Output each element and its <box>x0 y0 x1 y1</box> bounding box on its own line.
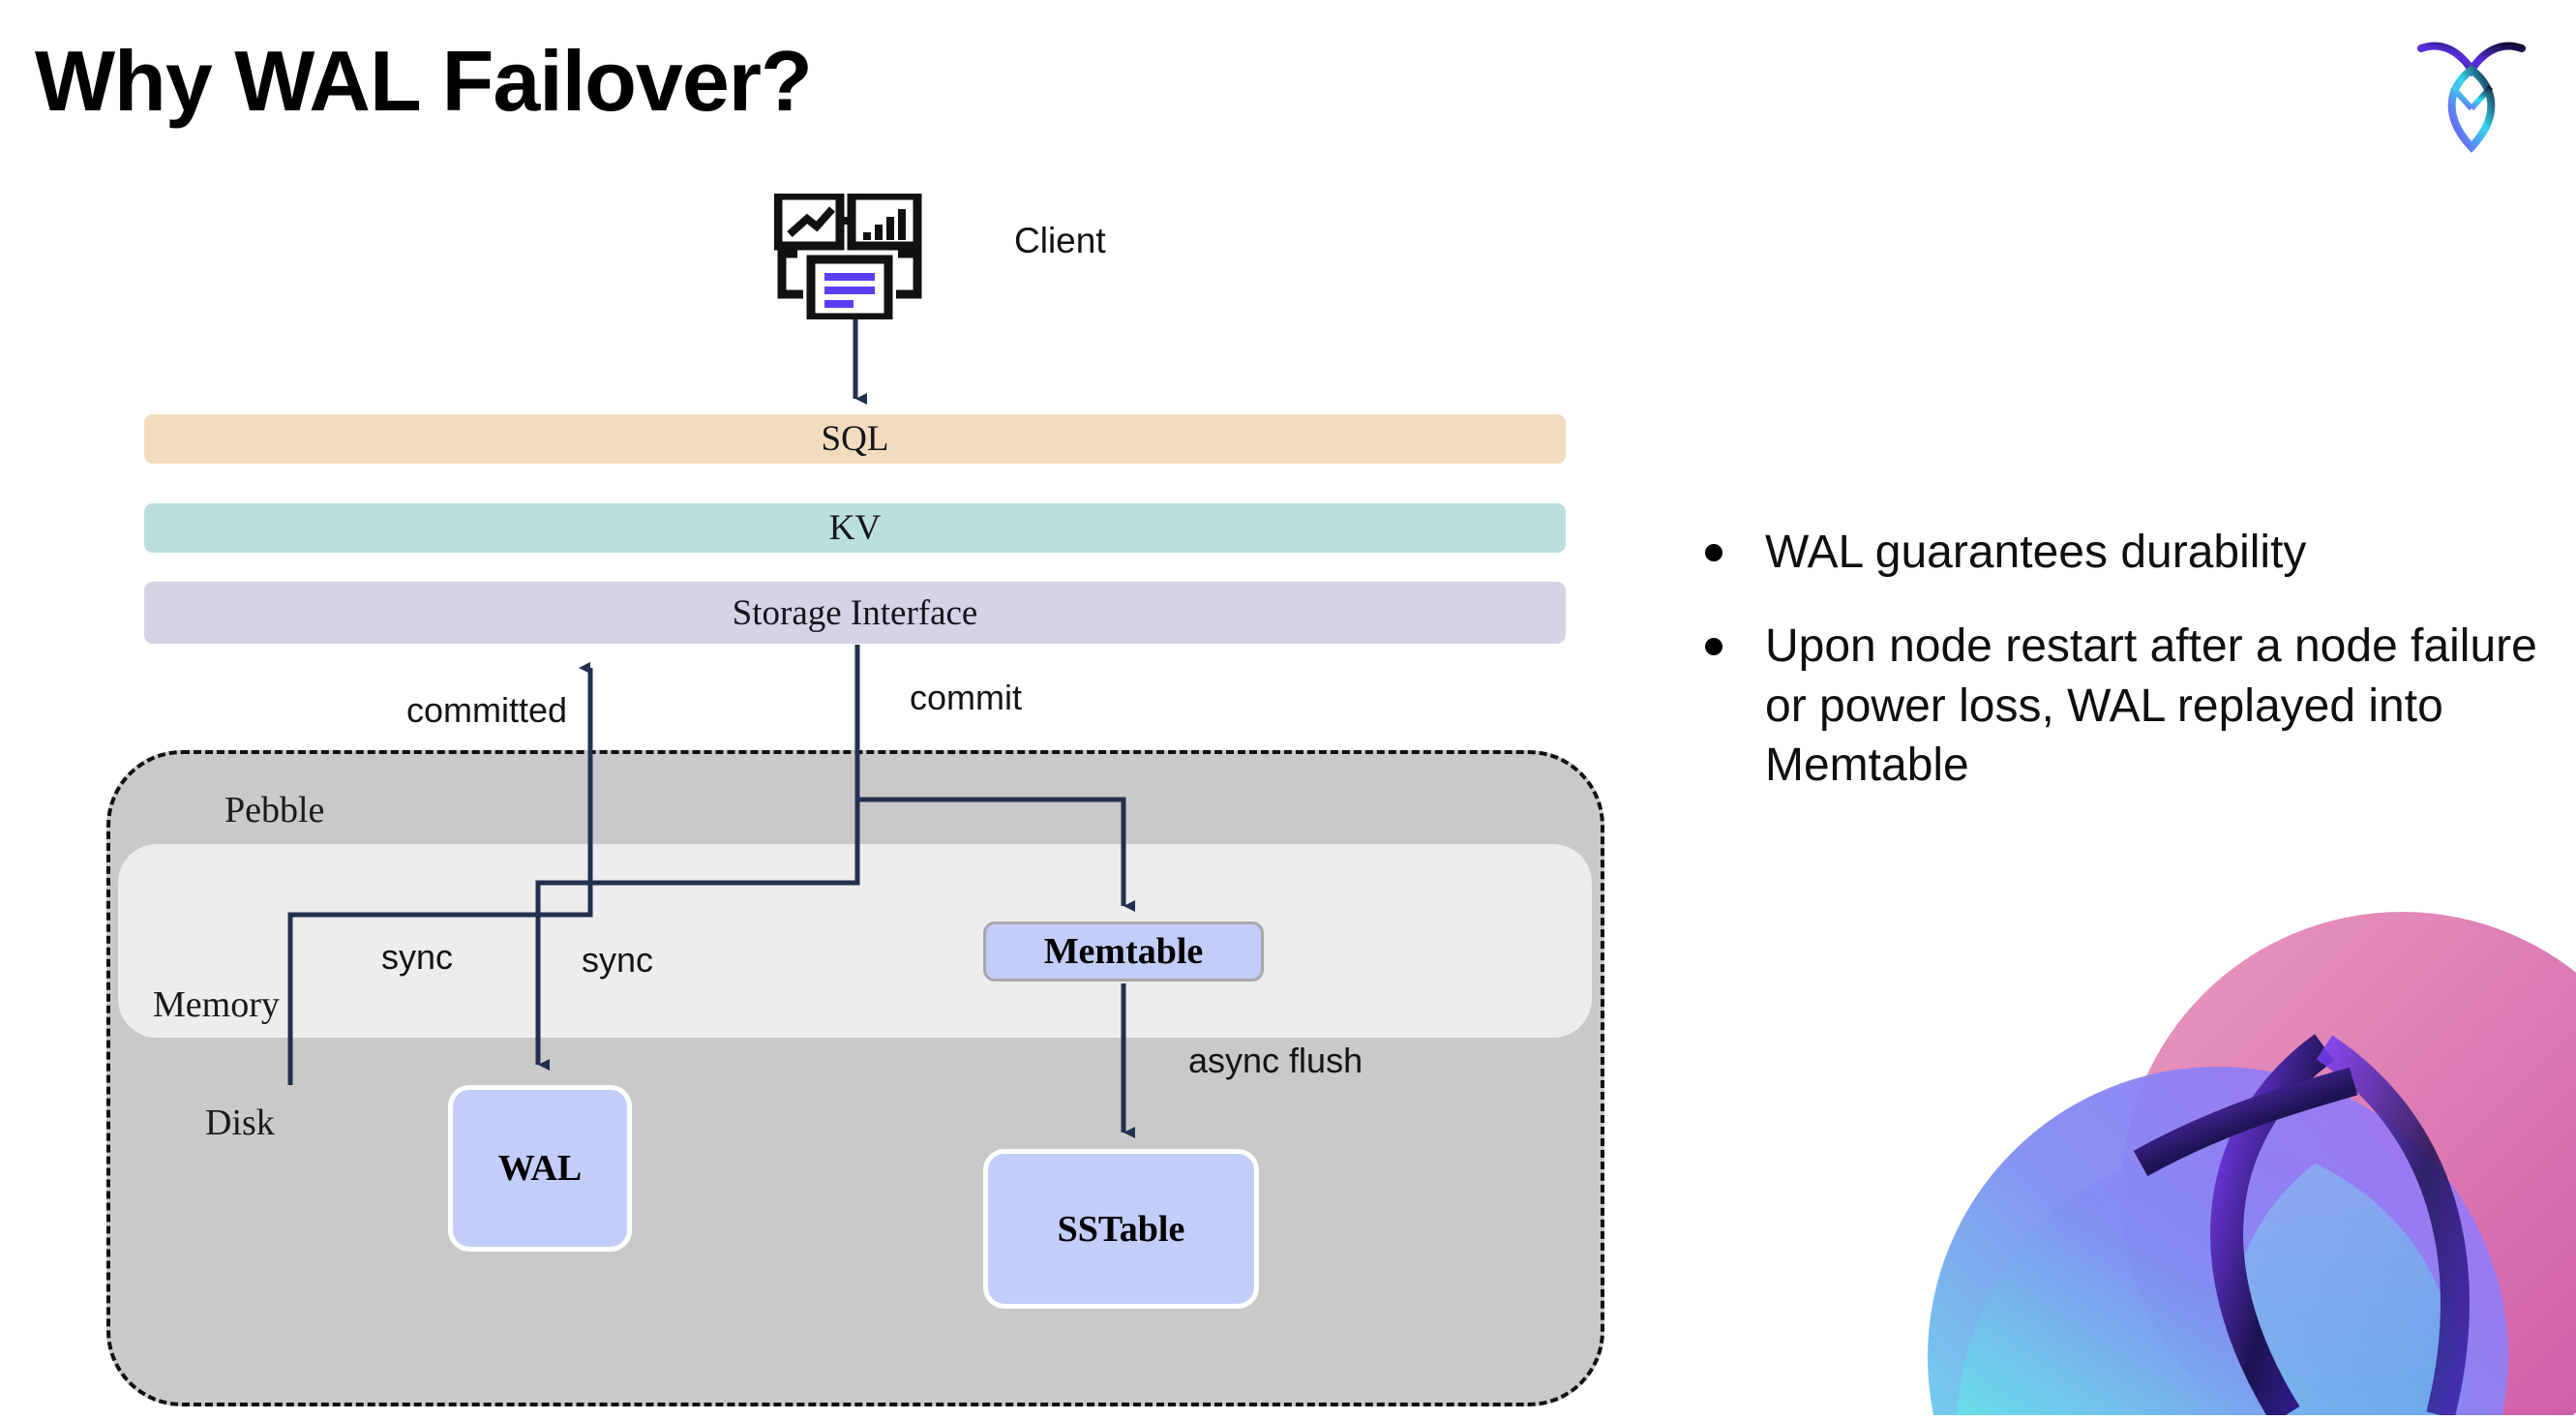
layer-bar-storage-interface: Storage Interface <box>144 582 1566 644</box>
layer-bar-sql: SQL <box>144 414 1566 464</box>
architecture-diagram: Client SQL KV Storage Interface Pebble M… <box>106 191 1604 1406</box>
layer-bar-kv: KV <box>144 503 1566 553</box>
wal-box: WAL <box>448 1085 632 1252</box>
memory-region <box>118 844 1592 1038</box>
sstable-box: SSTable <box>983 1149 1259 1309</box>
disk-label: Disk <box>205 1103 275 1143</box>
edge-label-commit: commit <box>910 678 1022 717</box>
client-label: Client <box>1014 221 1106 260</box>
client-dashboard-icon <box>773 191 929 322</box>
edge-label-sync-left: sync <box>381 937 454 977</box>
bullet-dot-icon <box>1705 638 1722 656</box>
list-item: WAL guarantees durability <box>1705 523 2537 582</box>
bullet-text: WAL guarantees durability <box>1765 527 2307 578</box>
list-item: Upon node restart after a node failure o… <box>1705 617 2537 795</box>
edge-label-async-flush: async flush <box>1188 1041 1363 1080</box>
memory-label: Memory <box>153 984 280 1025</box>
cockroachdb-logo-icon <box>2413 27 2530 153</box>
pebble-label: Pebble <box>225 790 325 831</box>
memtable-box: Memtable <box>983 921 1264 982</box>
bullet-text: Upon node restart after a node failure o… <box>1765 620 2537 792</box>
edge-label-sync-right: sync <box>582 940 654 980</box>
bullet-list: WAL guarantees durability Upon node rest… <box>1705 523 2537 831</box>
decorative-logo-artwork <box>1899 873 2576 1415</box>
page-title: Why WAL Failover? <box>35 33 813 129</box>
edge-label-committed: committed <box>406 690 568 730</box>
bullet-dot-icon <box>1705 544 1722 561</box>
